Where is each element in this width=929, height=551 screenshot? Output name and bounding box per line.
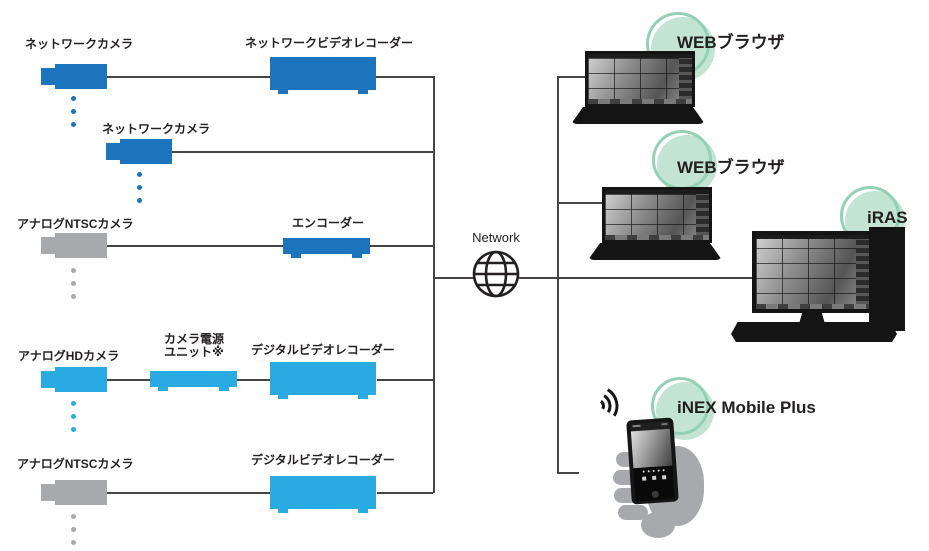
camera-power-unit-icon <box>150 371 237 391</box>
keyboard-icon <box>731 322 897 342</box>
hand-thumb <box>641 512 675 538</box>
analog-ntsc-camera-2-icon <box>41 480 107 505</box>
network-camera-1-icon <box>41 64 107 89</box>
iras-label: iRAS <box>867 208 908 227</box>
smartphone-screen <box>630 420 675 502</box>
connector-line <box>106 76 270 78</box>
more-cameras-dots <box>71 401 76 432</box>
laptop-2-icon <box>602 187 712 243</box>
laptop-1-base <box>571 107 705 124</box>
connector-line <box>377 492 433 494</box>
hand-finger <box>618 505 648 520</box>
analog-ntsc-camera-1-label: アナログNTSCカメラ <box>17 217 134 231</box>
connector-line <box>106 492 270 494</box>
analog-hd-camera-icon <box>41 367 107 392</box>
connector-line <box>557 472 579 474</box>
network-globe-icon <box>469 247 523 306</box>
connector-line <box>557 202 604 204</box>
digital-video-recorder-2-icon <box>270 476 376 513</box>
network-camera-1-label: ネットワークカメラ <box>25 37 134 51</box>
analog-ntsc-camera-1-icon <box>41 233 107 258</box>
camera-power-unit-label-line1: カメラ電源 <box>163 332 224 346</box>
connector-line <box>557 76 588 78</box>
connector-line <box>376 76 433 78</box>
laptop-2-base <box>588 243 722 260</box>
network-camera-2-label: ネットワークカメラ <box>102 122 211 136</box>
monitor-screen <box>756 235 869 309</box>
wireless-signal-icon <box>569 377 627 435</box>
laptop-2-screen <box>605 190 709 240</box>
network-video-recorder-icon <box>270 57 376 94</box>
connector-line <box>519 277 752 279</box>
connector-line <box>433 277 474 279</box>
encoder-icon <box>283 238 370 258</box>
dvr-1-label: デジタルビデオレコーダー <box>251 343 395 357</box>
more-cameras-dots <box>71 268 76 299</box>
connector-line <box>106 379 150 381</box>
connector-line <box>106 245 283 247</box>
badge-ring <box>651 377 709 435</box>
nvr-label: ネットワークビデオレコーダー <box>245 36 414 50</box>
inex-mobile-label: iNEX Mobile Plus <box>677 398 816 417</box>
network-label: Network <box>472 230 520 245</box>
digital-video-recorder-1-icon <box>270 362 376 399</box>
connector-line <box>377 379 433 381</box>
web-browser-2-label: WEBブラウザ <box>677 158 785 177</box>
more-cameras-dots <box>137 172 142 203</box>
pc-tower-icon <box>869 227 905 331</box>
more-cameras-dots <box>71 514 76 545</box>
monitor-icon <box>752 231 873 313</box>
connector-line <box>237 379 270 381</box>
camera-power-unit-label-line2: ユニット※ <box>164 345 224 359</box>
laptop-1-icon <box>585 51 695 107</box>
encoder-label: エンコーダー <box>292 216 365 230</box>
monitor-stand <box>799 313 825 324</box>
left-bus-line <box>433 76 435 493</box>
laptop-1-screen <box>588 54 692 104</box>
network-camera-2-icon <box>106 139 172 164</box>
connector-line <box>172 151 433 153</box>
more-cameras-dots <box>71 96 76 127</box>
connector-line <box>370 245 433 247</box>
right-bus-line <box>557 76 559 474</box>
camera-power-unit-label: カメラ電源 ユニット※ <box>150 333 238 359</box>
smartphone-icon <box>626 417 679 505</box>
dvr-2-label: デジタルビデオレコーダー <box>251 453 395 467</box>
analog-ntsc-camera-2-label: アナログNTSCカメラ <box>17 457 134 471</box>
analog-hd-camera-label: アナログHDカメラ <box>18 349 120 363</box>
web-browser-1-label: WEBブラウザ <box>677 33 785 52</box>
